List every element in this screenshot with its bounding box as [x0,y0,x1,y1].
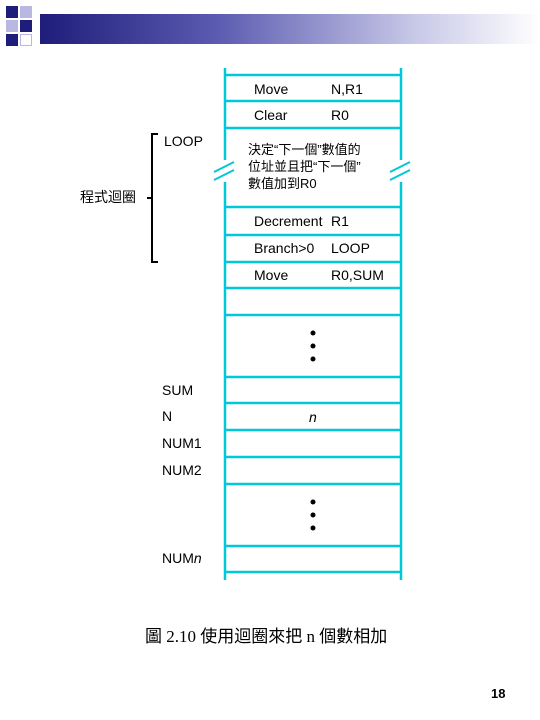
loop-body-line-3: 數值加到R0 [248,176,317,191]
deco-square-6 [20,34,32,46]
page-number: 18 [491,686,506,701]
numn-label-suffix: n [193,550,202,566]
instr-clear-op: Clear [254,107,288,123]
deco-square-5 [6,34,18,46]
numn-label: NUMn [162,550,202,566]
instr-move-arg: N,R1 [331,81,363,97]
num2-label: NUM2 [162,462,202,478]
instr-clear-arg: R0 [331,107,349,123]
program-loop-brace-label: 程式迴圈 [80,189,136,205]
loop-body-line-2: 位址並且把“下一個” [248,159,361,174]
n-label: N [162,408,173,424]
loop-body-text: 決定“下一個”數值的 位址並且把“下一個” 數值加到R0 [248,141,361,192]
header-gradient-bar [40,14,540,44]
num1-label: NUM1 [162,435,202,451]
instr-decrement-arg: R1 [331,213,349,229]
instr-branch-arg: LOOP [331,240,370,256]
deco-square-4 [20,20,32,32]
numn-label-prefix: NUM [162,550,194,566]
instr-move2-op: Move [254,267,289,283]
deco-square-1 [6,6,18,18]
loop-body-line-1: 決定“下一個”數值的 [248,142,361,157]
deco-square-2 [20,6,32,18]
instr-move2-arg: R0,SUM [331,267,384,283]
instr-branch-op: Branch>0 [254,240,315,256]
n-value: n [309,409,317,425]
instr-decrement-op: Decrement [254,213,323,229]
instr-move-op: Move [254,81,289,97]
sum-label: SUM [162,382,194,398]
figure-caption: 圖 2.10 使用迴圈來把 n 個數相加 [145,627,388,646]
loop-label: LOOP [164,133,203,149]
deco-square-3 [6,20,18,32]
